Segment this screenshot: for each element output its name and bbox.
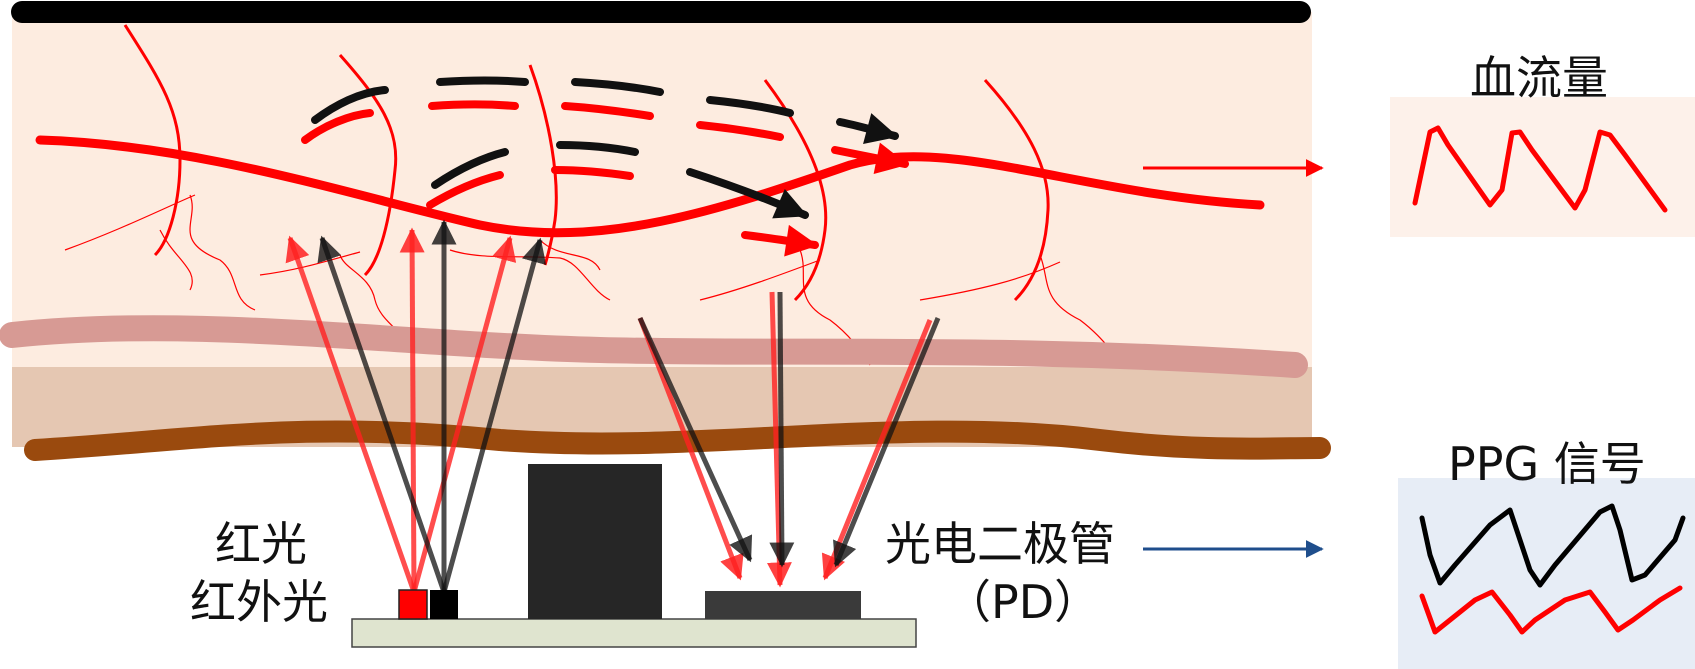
skin-tissue [12, 12, 1312, 367]
ppg-infrared-waveform [1419, 503, 1686, 588]
dermis-layer [0, 315, 1308, 378]
light-barrier [528, 464, 662, 619]
emitted-light-rays [285, 219, 547, 593]
photodiode-chip [705, 591, 861, 619]
pulse-wave-red [301, 100, 909, 257]
artery [35, 135, 1265, 238]
blood-flow-label: 血流量 [1470, 51, 1608, 105]
capillaries [64, 194, 1121, 366]
photodiode-label: 光电二极管 [885, 517, 1115, 571]
red-light-label: 红光 [215, 517, 307, 571]
red-led [398, 589, 428, 620]
subcutaneous-layer [24, 420, 1331, 461]
pulse-wave-black [311, 76, 899, 219]
reflected-light-rays [637, 291, 941, 588]
ppg-signal-label: PPG 信号 [1448, 437, 1646, 491]
photodiode-abbr-label: （PD） [945, 575, 1101, 629]
circuit-board [351, 618, 917, 648]
blood-vessels [123, 24, 1050, 302]
blood-flow-waveform [1412, 125, 1668, 213]
infrared-led [430, 590, 458, 619]
ppg-red-waveform [1419, 585, 1683, 635]
infrared-light-label: 红外光 [190, 575, 328, 629]
